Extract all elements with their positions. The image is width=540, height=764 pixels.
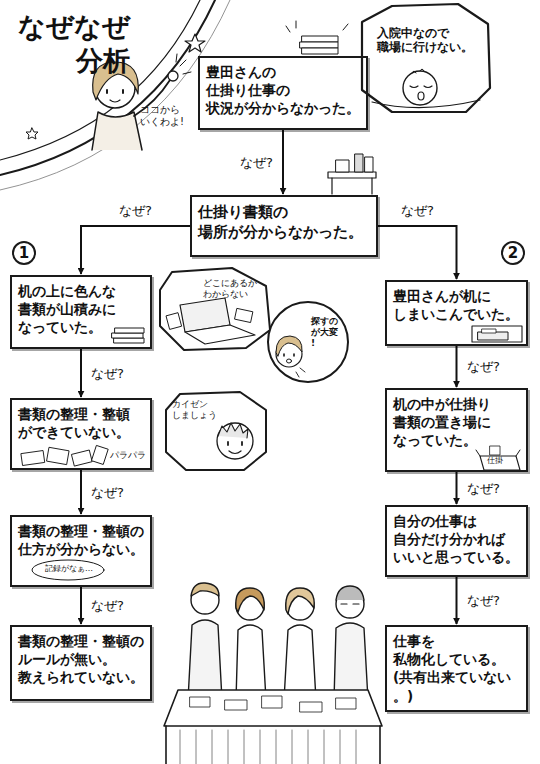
speech-text: ココから いくわよ! bbox=[140, 104, 194, 128]
edge-label: なぜ? bbox=[89, 597, 126, 615]
process-box: 仕事を 私物化している。 (共有出来ていない。) bbox=[385, 625, 528, 712]
arrow-connector bbox=[80, 349, 82, 397]
box-text: 書類の整理・整頓の ルールが無い。 教えられていない。 bbox=[18, 632, 144, 687]
process-box: 仕掛り書類の 場所が分からなかった。 bbox=[190, 195, 378, 257]
speech-text: どこにあるか わからない bbox=[203, 278, 265, 300]
process-box: 自分の仕事は 自分だけ分かれば いいと思っている。 bbox=[385, 505, 528, 577]
arrow-connector bbox=[282, 130, 284, 194]
box-text: 豊田さんの 仕掛り仕事の 状況が分からなかった。 bbox=[206, 63, 360, 118]
edge-label: なぜ? bbox=[89, 365, 126, 383]
edge-label: なぜ? bbox=[89, 484, 126, 502]
arrow-connector bbox=[81, 226, 190, 274]
box-text: 仕掛り書類の 場所が分からなかった。 bbox=[198, 202, 370, 243]
arrow-connector bbox=[456, 346, 458, 387]
edge-label: なぜ? bbox=[399, 202, 436, 220]
sound-effect: パラパラ bbox=[110, 450, 150, 461]
box-text: 書類の整理・整頓の 仕方が分からない。 bbox=[18, 522, 144, 558]
box-text: 机の中が仕掛り 書類の置き場に なっていた。 bbox=[393, 395, 520, 450]
callout-number: 2 bbox=[502, 244, 524, 262]
arrow-connector bbox=[456, 577, 458, 624]
edge-label: なぜ? bbox=[238, 154, 275, 172]
process-box: 豊田さんが机に しまいこんでいた。 bbox=[385, 280, 528, 346]
speech-text: 入院中なので 職場に行けない。 bbox=[377, 26, 481, 55]
edge-label: なぜ? bbox=[117, 202, 154, 220]
arrow-connector bbox=[378, 226, 457, 279]
speech-text: カイゼン しましょう bbox=[172, 399, 220, 421]
box-text: 書類の整理・整頓 ができていない。 bbox=[18, 405, 144, 441]
process-box: 書類の整理・整頓の 仕方が分からない。 bbox=[10, 515, 152, 587]
process-box: 書類の整理・整頓の ルールが無い。 教えられていない。 bbox=[10, 625, 152, 701]
box-text: 豊田さんが机に しまいこんでいた。 bbox=[393, 287, 520, 323]
speech-text: 記録がなぁ… bbox=[36, 564, 102, 574]
arrow-connector bbox=[80, 470, 82, 514]
diagram-title: なぜなぜ 分析 bbox=[8, 10, 130, 78]
edge-label: なぜ? bbox=[465, 358, 502, 376]
process-box: 豊田さんの 仕掛り仕事の 状況が分からなかった。 bbox=[198, 56, 368, 130]
box-text: 机の上に色んな 書類が山積みに なっていた。 bbox=[18, 282, 144, 337]
speech-text: 探すのが大変! bbox=[311, 316, 341, 348]
box-text: 自分の仕事は 自分だけ分かれば いいと思っている。 bbox=[393, 512, 520, 567]
edge-label: なぜ? bbox=[465, 480, 502, 498]
process-box: 机の上に色んな 書類が山積みに なっていた。 bbox=[10, 275, 152, 349]
callout-number: 1 bbox=[13, 244, 35, 262]
arrow-connector bbox=[80, 587, 82, 624]
arrow-connector bbox=[456, 472, 458, 504]
box-text: 仕事を 私物化している。 (共有出来ていない。) bbox=[393, 632, 520, 705]
process-box: 机の中が仕掛り 書類の置き場に なっていた。 bbox=[385, 388, 528, 472]
edge-label: なぜ? bbox=[465, 592, 502, 610]
box-tag: 仕掛 bbox=[487, 456, 509, 466]
